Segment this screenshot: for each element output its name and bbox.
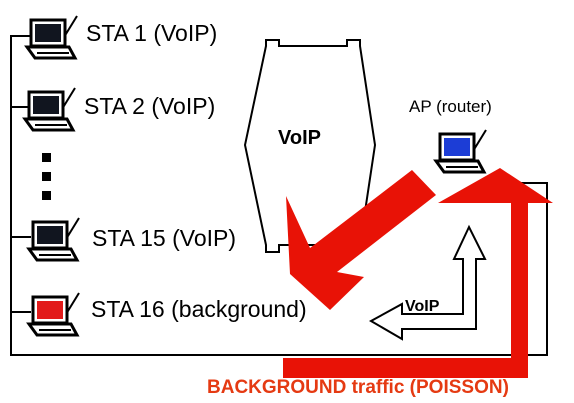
sta16-label: STA 16 (background) [91,296,307,322]
voip-uplink-label: VoIP [405,298,440,315]
ap-label: AP (router) [409,97,492,116]
sta1-computer-icon [24,15,78,60]
sta16-screen [37,301,63,319]
sta1-label: STA 1 (VoIP) [86,20,218,46]
voip-flow-label: VoIP [278,127,321,149]
sta15-screen [37,226,63,244]
ap-screen [444,138,470,156]
sta2-label: STA 2 (VoIP) [84,93,216,119]
voip-uplink-arrow [368,224,487,341]
background-feed-arrow [283,168,553,378]
sta15-computer-icon [26,217,80,262]
background-downlink-arrow [286,170,436,310]
sta1-screen [35,24,61,42]
sta16-computer-icon [26,292,80,337]
sta15-label: STA 15 (VoIP) [92,225,237,251]
ellipsis-dots [42,153,51,200]
ap-computer-icon [433,129,487,174]
sta2-computer-icon [22,87,76,132]
background-traffic-label: BACKGROUND traffic (POISSON) [207,377,509,398]
sta2-screen [33,96,59,114]
